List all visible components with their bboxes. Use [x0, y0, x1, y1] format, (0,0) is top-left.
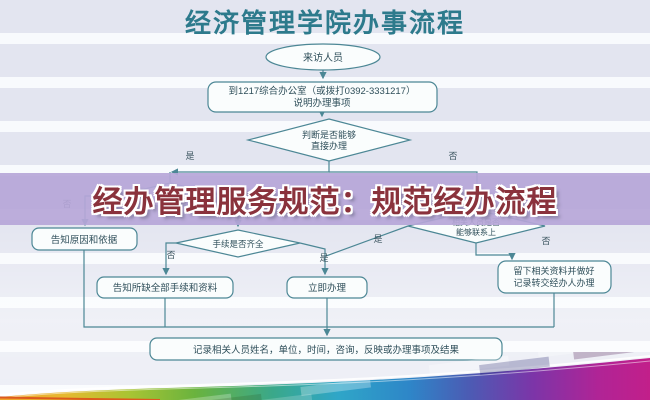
- contact-yes-label: 是: [373, 234, 382, 244]
- decide-direct-no-label: 否: [448, 151, 457, 161]
- bottom-rainbow-decoration: [0, 352, 650, 400]
- white-accent-curve: [0, 355, 650, 396]
- contact-no-label: 否: [541, 236, 550, 246]
- node-office: 到1217综合办公室（或拨打0392-3331217） 说明办理事项: [207, 81, 438, 113]
- decide-direct-label-line1: 判断是否能够: [302, 129, 356, 140]
- contact-label-line2: 能够联系上: [456, 227, 496, 237]
- docs-complete-label: 手续是否齐全: [212, 239, 264, 249]
- node-record: 记录相关人员姓名，单位，时间，咨询，反映或办理事项及结果: [149, 337, 503, 361]
- overlay-banner-text: 经办管理服务规范：规范经办流程: [92, 186, 558, 219]
- node-visitor: 来访人员: [265, 43, 381, 71]
- node-docs-complete: 手续是否齐全: [175, 229, 301, 258]
- decide-direct-diamond: [245, 118, 413, 162]
- decide-direct-label-line2: 直接办理: [311, 140, 347, 151]
- visitor-label: 来访人员: [303, 52, 343, 64]
- mosaic-tiles: [151, 352, 634, 400]
- leave-info-label-line1: 留下相关资料并做好: [513, 265, 594, 276]
- decide-direct-yes-label: 是: [185, 151, 194, 161]
- page-title: 经济管理学院办事流程: [184, 8, 465, 38]
- docs-yes-label: 是: [319, 253, 328, 263]
- node-leave-info: 留下相关资料并做好 记录转交经办人办理: [497, 260, 612, 294]
- edge-contact-no: [475, 243, 516, 261]
- office-label-line2: 说明办理事项: [293, 97, 351, 109]
- inform-missing-label: 告知所缺全部手续和资料: [113, 282, 218, 294]
- edge-docs-no: [162, 242, 176, 276]
- edge-contact-yes: [325, 225, 409, 257]
- leave-info-box: [497, 260, 612, 294]
- record-label: 记录相关人员姓名，单位，时间，咨询，反映或办理事项及结果: [193, 344, 460, 356]
- docs-complete-diamond: [175, 229, 301, 258]
- node-inform-reason: 告知原因和依据: [31, 227, 138, 251]
- office-label-line1: 到1217综合办公室（或拨打0392-3331217）: [229, 85, 416, 97]
- white-accent-curve-thin: [0, 360, 650, 399]
- node-decide-direct: 判断是否能够 直接办理: [245, 118, 413, 162]
- docs-no-label: 否: [166, 250, 175, 260]
- visitor-ellipse: [265, 43, 381, 71]
- overlay-banner: 经办管理服务规范：规范经办流程: [0, 173, 650, 225]
- inform-missing-box: [96, 276, 234, 299]
- handle-now-label: 立即办理: [308, 282, 347, 294]
- inform-reason-box: [31, 227, 138, 251]
- record-box: [149, 337, 503, 361]
- edge-merge-line: [83, 250, 554, 328]
- office-box: [207, 81, 438, 113]
- edge-docs-yes: [299, 242, 329, 276]
- edge-decide-yes: [170, 161, 330, 176]
- node-inform-missing: 告知所缺全部手续和资料: [96, 276, 234, 299]
- handle-now-box: [286, 276, 368, 299]
- node-handle-now: 立即办理: [286, 276, 368, 299]
- leave-info-label-line2: 记录转交经办人办理: [513, 277, 594, 288]
- inform-reason-label: 告知原因和依据: [51, 234, 118, 246]
